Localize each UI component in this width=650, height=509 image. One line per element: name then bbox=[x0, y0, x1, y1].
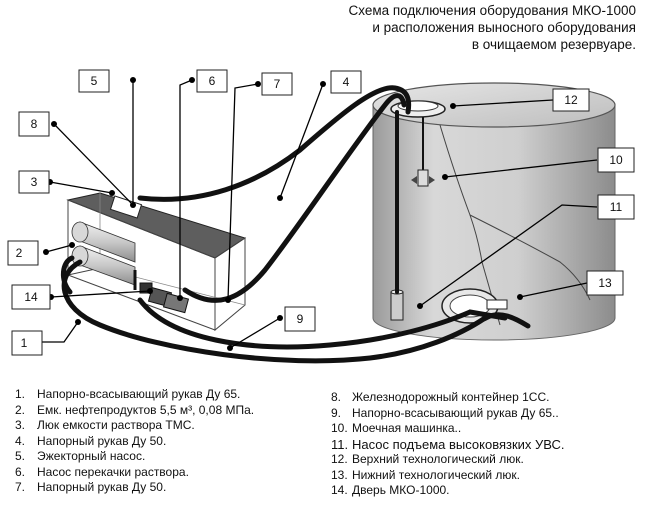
legend-num: 1. bbox=[15, 387, 26, 401]
callout-4-label: 4 bbox=[343, 75, 350, 89]
legend-text: Напорный рукав Ду 50. bbox=[37, 433, 167, 448]
callout-4: 4 bbox=[330, 70, 362, 94]
callout-12: 12 bbox=[552, 88, 590, 112]
legend-item-5: 5. Эжекторный насос. bbox=[15, 449, 254, 465]
legend-num: 4. bbox=[15, 433, 26, 448]
legend-item-14: 14. Дверь МКО-1000. bbox=[331, 483, 565, 499]
legend-text: Моечная машинка.. bbox=[352, 421, 462, 435]
legend-text: Эжекторный насос. bbox=[37, 449, 146, 463]
callout-13: 13 bbox=[586, 270, 624, 296]
legend-item-11: 11.Насос подъема высоковязких УВС. bbox=[331, 437, 565, 453]
legend-num: 14. bbox=[331, 483, 348, 497]
legend-item-6: 6. Насос перекачки раствора. bbox=[15, 465, 254, 481]
legend-num: 13. bbox=[331, 467, 348, 482]
legend-text: Напорно-всасывающий рукав Ду 65. bbox=[37, 387, 241, 401]
callout-13-label: 13 bbox=[598, 276, 612, 290]
legend-num: 12. bbox=[331, 452, 348, 466]
container-pumps bbox=[133, 270, 190, 314]
legend-item-9: 9. Напорно-всасывающий рукав Ду 65.. bbox=[331, 406, 565, 422]
callout-10-label: 10 bbox=[609, 153, 623, 167]
legend-item-13: 13. Нижний технологический люк. bbox=[331, 468, 565, 484]
callout-14: 14 bbox=[11, 284, 51, 310]
legend-item-3: 3. Люк емкости раствора ТМС. bbox=[15, 418, 254, 434]
callout-2: 2 bbox=[7, 240, 39, 266]
legend-num: 11. bbox=[331, 436, 349, 452]
legend-num: 8. bbox=[331, 390, 342, 404]
legend-num: 6. bbox=[15, 464, 26, 479]
washing-machine bbox=[411, 117, 435, 187]
legend-left: 1. Напорно-всасывающий рукав Ду 65. 2. Емк… bbox=[15, 387, 254, 496]
callout-6-label: 6 bbox=[209, 74, 216, 88]
callout-14-label: 14 bbox=[24, 290, 38, 304]
legend-text: Напорный рукав Ду 50. bbox=[37, 480, 167, 494]
title-line-2: и расположения выносного оборудования bbox=[372, 20, 636, 35]
callout-11: 11 bbox=[597, 194, 635, 220]
callout-7: 7 bbox=[261, 72, 293, 96]
callout-1: 1 bbox=[11, 330, 43, 356]
legend-num: 9. bbox=[331, 405, 342, 420]
leader-dots bbox=[43, 77, 523, 351]
equipment-diagram: 5 6 7 4 8 3 2 14 1 9 12 10 bbox=[7, 69, 635, 364]
legend-text: Нижний технологический люк. bbox=[352, 467, 520, 482]
callout-10: 10 bbox=[597, 147, 635, 173]
legend-text: Люк емкости раствора ТМС. bbox=[37, 418, 195, 432]
callout-2-label: 2 bbox=[16, 246, 23, 260]
leader-lines bbox=[16, 79, 598, 349]
callout-5: 5 bbox=[78, 69, 110, 93]
legend-item-2: 2. Емк. нефтепродуктов 5,5 м³, 0,08 МПа. bbox=[15, 403, 254, 419]
legend-text: Напорно-всасывающий рукав Ду 65.. bbox=[352, 405, 559, 420]
legend-text: Дверь МКО-1000. bbox=[352, 483, 450, 497]
callout-9-label: 9 bbox=[297, 312, 304, 326]
legend-item-1: 1. Напорно-всасывающий рукав Ду 65. bbox=[15, 387, 254, 403]
legend-right: 8. Железнодорожный контейнер 1СС. 9. Напор… bbox=[331, 390, 565, 499]
legend-item-7: 7. Напорный рукав Ду 50. bbox=[15, 480, 254, 496]
legend-num: 7. bbox=[15, 480, 26, 494]
callout-11-label: 11 bbox=[610, 200, 623, 214]
legend-item-12: 12. Верхний технологический люк. bbox=[331, 452, 565, 468]
callout-3-label: 3 bbox=[31, 175, 38, 189]
legend-text: Железнодорожный контейнер 1СС. bbox=[352, 390, 550, 404]
legend-item-8: 8. Железнодорожный контейнер 1СС. bbox=[331, 390, 565, 406]
callout-5-label: 5 bbox=[91, 74, 98, 88]
callout-8: 8 bbox=[18, 111, 50, 137]
legend-text: Верхний технологический люк. bbox=[352, 452, 524, 466]
title-line-1: Схема подключения оборудования МКО-1000 bbox=[348, 3, 636, 18]
legend-item-10: 10. Моечная машинка.. bbox=[331, 421, 565, 437]
callout-9: 9 bbox=[284, 306, 316, 332]
legend-num: 3. bbox=[15, 418, 26, 432]
callout-6: 6 bbox=[196, 69, 228, 93]
legend-num: 2. bbox=[15, 402, 26, 417]
callout-1-label: 1 bbox=[21, 336, 28, 350]
viscous-pump bbox=[390, 289, 404, 321]
legend-text: Емк. нефтепродуктов 5,5 м³, 0,08 МПа. bbox=[37, 402, 255, 417]
oil-product-tank bbox=[71, 221, 136, 286]
title-line-3: в очищаемом резервуаре. bbox=[471, 37, 636, 52]
diagram-title: Схема подключения оборудования МКО-1000 … bbox=[216, 2, 636, 53]
legend-text: Насос подъема высоковязких УВС. bbox=[352, 436, 565, 452]
legend-item-4: 4. Напорный рукав Ду 50. bbox=[15, 434, 254, 450]
legend-num: 10. bbox=[331, 421, 348, 435]
callout-3: 3 bbox=[18, 170, 50, 194]
callout-8-label: 8 bbox=[31, 117, 38, 131]
upper-hatch bbox=[390, 100, 446, 118]
legend-num: 5. bbox=[15, 449, 26, 463]
legend-text: Насос перекачки раствора. bbox=[37, 464, 189, 479]
callout-7-label: 7 bbox=[274, 77, 281, 91]
callout-12-label: 12 bbox=[564, 93, 578, 107]
